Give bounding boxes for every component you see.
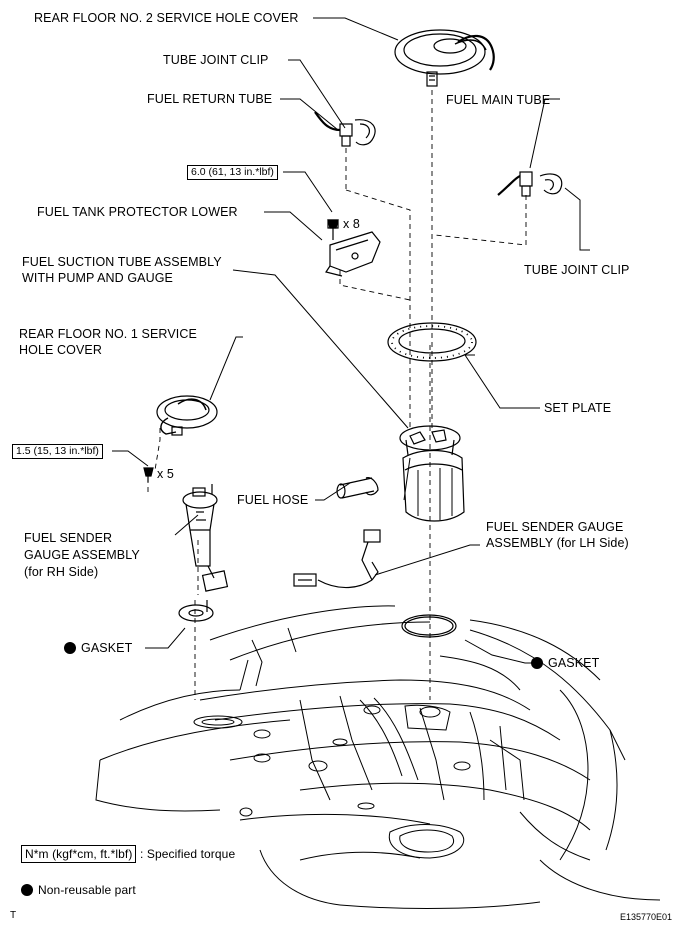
- fuel-sender-gauge-lh: [293, 529, 381, 589]
- legend-torque: N*m (kgf*cm, ft.*lbf) : Specified torque: [21, 845, 235, 863]
- label-sender-rh-line3: (for RH Side): [24, 565, 99, 579]
- qty-protector-bolts: x 8: [343, 217, 360, 231]
- vehicle-floor-body: [95, 605, 661, 909]
- label-rear-floor-no2-cover: REAR FLOOR NO. 2 SERVICE HOLE COVER: [34, 11, 299, 25]
- non-reusable-dot-icon: [21, 884, 33, 896]
- rear-floor-no1-cover: [156, 395, 218, 436]
- label-gasket-right: GASKET: [531, 656, 599, 671]
- screw-parts: [143, 219, 339, 482]
- label-sender-rh-line2: GAUGE ASSEMBLY: [24, 548, 140, 562]
- fuel-return-tube: [314, 111, 376, 147]
- fuel-main-tube: [497, 171, 563, 197]
- fuel-hose: [336, 477, 379, 499]
- leader-lines: [112, 17, 590, 664]
- label-tube-joint-clip-top: TUBE JOINT CLIP: [163, 53, 269, 67]
- qty-sender-screws: x 5: [157, 467, 174, 481]
- fuel-suction-tube-assembly: [399, 425, 465, 522]
- torque-spec-protector: 6.0 (61, 13 in.*lbf): [187, 165, 278, 180]
- legend-torque-text: : Specified torque: [140, 847, 236, 861]
- label-fuel-tank-protector-lower: FUEL TANK PROTECTOR LOWER: [37, 205, 238, 219]
- label-tube-joint-clip-right: TUBE JOINT CLIP: [524, 263, 630, 277]
- gasket-left-text: GASKET: [81, 641, 133, 655]
- fuel-sender-gauge-rh: [182, 484, 229, 592]
- label-sender-rh-line1: FUEL SENDER: [24, 531, 113, 545]
- label-suction-tube-line1: FUEL SUCTION TUBE ASSEMBLY: [22, 255, 222, 269]
- gasket-right-text: GASKET: [548, 656, 600, 670]
- label-rear-floor-no1-line1: REAR FLOOR NO. 1 SERVICE: [19, 327, 197, 341]
- legend-torque-box: N*m (kgf*cm, ft.*lbf): [21, 845, 137, 863]
- gasket-parts: [178, 600, 457, 638]
- legend-nonreusable-text: Non-reusable part: [38, 883, 136, 897]
- rear-floor-no2-cover: [394, 29, 495, 87]
- label-fuel-main-tube: FUEL MAIN TUBE: [446, 93, 551, 107]
- label-sender-lh-line2: ASSEMBLY (for LH Side): [486, 536, 629, 550]
- label-sender-lh-line1: FUEL SENDER GAUGE: [486, 520, 624, 534]
- label-rear-floor-no1-line2: HOLE COVER: [19, 343, 102, 357]
- legend-nonreusable: Non-reusable part: [21, 883, 136, 898]
- label-gasket-left: GASKET: [64, 641, 132, 656]
- figure-id: E135770E01: [620, 912, 673, 922]
- non-reusable-dot-icon: [531, 657, 543, 669]
- assembly-dash-lines: [147, 90, 527, 700]
- non-reusable-dot-icon: [64, 642, 76, 654]
- label-suction-tube-line2: WITH PUMP AND GAUGE: [22, 271, 173, 285]
- corner-mark: T: [10, 910, 17, 921]
- label-fuel-return-tube: FUEL RETURN TUBE: [147, 92, 273, 106]
- set-plate: [387, 322, 477, 362]
- fuel-tank-protector-lower: [325, 219, 381, 277]
- label-fuel-hose: FUEL HOSE: [237, 493, 309, 507]
- torque-spec-sender: 1.5 (15, 13 in.*lbf): [12, 444, 103, 459]
- label-set-plate: SET PLATE: [544, 401, 612, 415]
